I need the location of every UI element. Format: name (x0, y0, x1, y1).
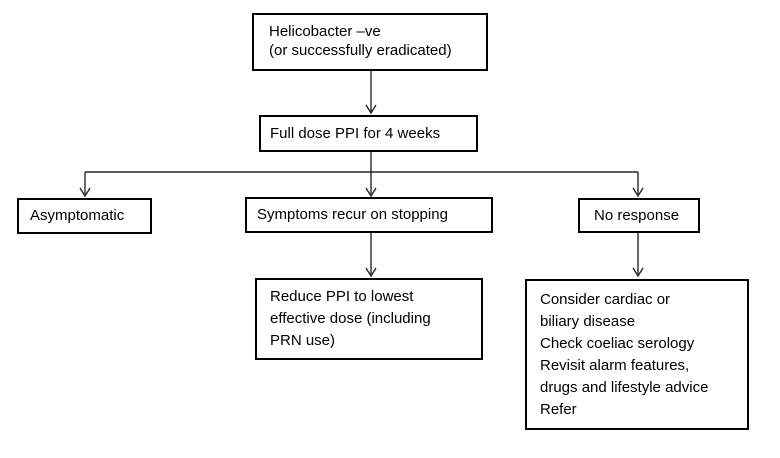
node-text-line: effective dose (including (270, 310, 431, 327)
node-text-line: Check coeliac serology (540, 335, 695, 352)
node-text-line: (or successfully eradicated) (269, 42, 452, 59)
node-text-line: Reduce PPI to lowest (270, 288, 414, 305)
node-text-line: No response (594, 206, 680, 224)
arrowhead-reduce (365, 267, 377, 278)
node-text-line: Helicobacter –ve (269, 23, 381, 40)
arrowhead-symptoms (365, 187, 377, 198)
node-full-dose-ppi: Full dose PPI for 4 weeks (259, 115, 478, 152)
node-symptoms-recur: Symptoms recur on stopping (245, 197, 493, 233)
node-text-line: drugs and lifestyle advice (540, 379, 709, 396)
node-asymptomatic: Asymptomatic (17, 198, 152, 234)
node-text-line: biliary disease (540, 313, 636, 330)
node-text-line: Symptoms recur on stopping (257, 206, 448, 223)
node-helicobacter-negative: Helicobacter –ve (or successfully eradic… (252, 13, 488, 71)
arrowhead-asymptomatic (79, 187, 91, 198)
node-no-response: No response (578, 198, 700, 233)
node-text-line: Asymptomatic (30, 207, 125, 224)
arrowhead-noresponse (632, 187, 644, 198)
arrowhead-ppi (365, 104, 377, 115)
node-text-line: Refer (540, 401, 577, 418)
node-text-line: PRN use) (270, 332, 336, 349)
node-no-response-actions: Consider cardiac or biliary disease Chec… (525, 279, 749, 430)
arrowhead-actions (632, 267, 644, 278)
node-text-line: Consider cardiac or (540, 291, 671, 308)
node-text-line: Revisit alarm features, (540, 357, 690, 374)
node-reduce-ppi: Reduce PPI to lowest effective dose (inc… (255, 278, 483, 360)
node-text-line: Full dose PPI for 4 weeks (270, 124, 441, 142)
